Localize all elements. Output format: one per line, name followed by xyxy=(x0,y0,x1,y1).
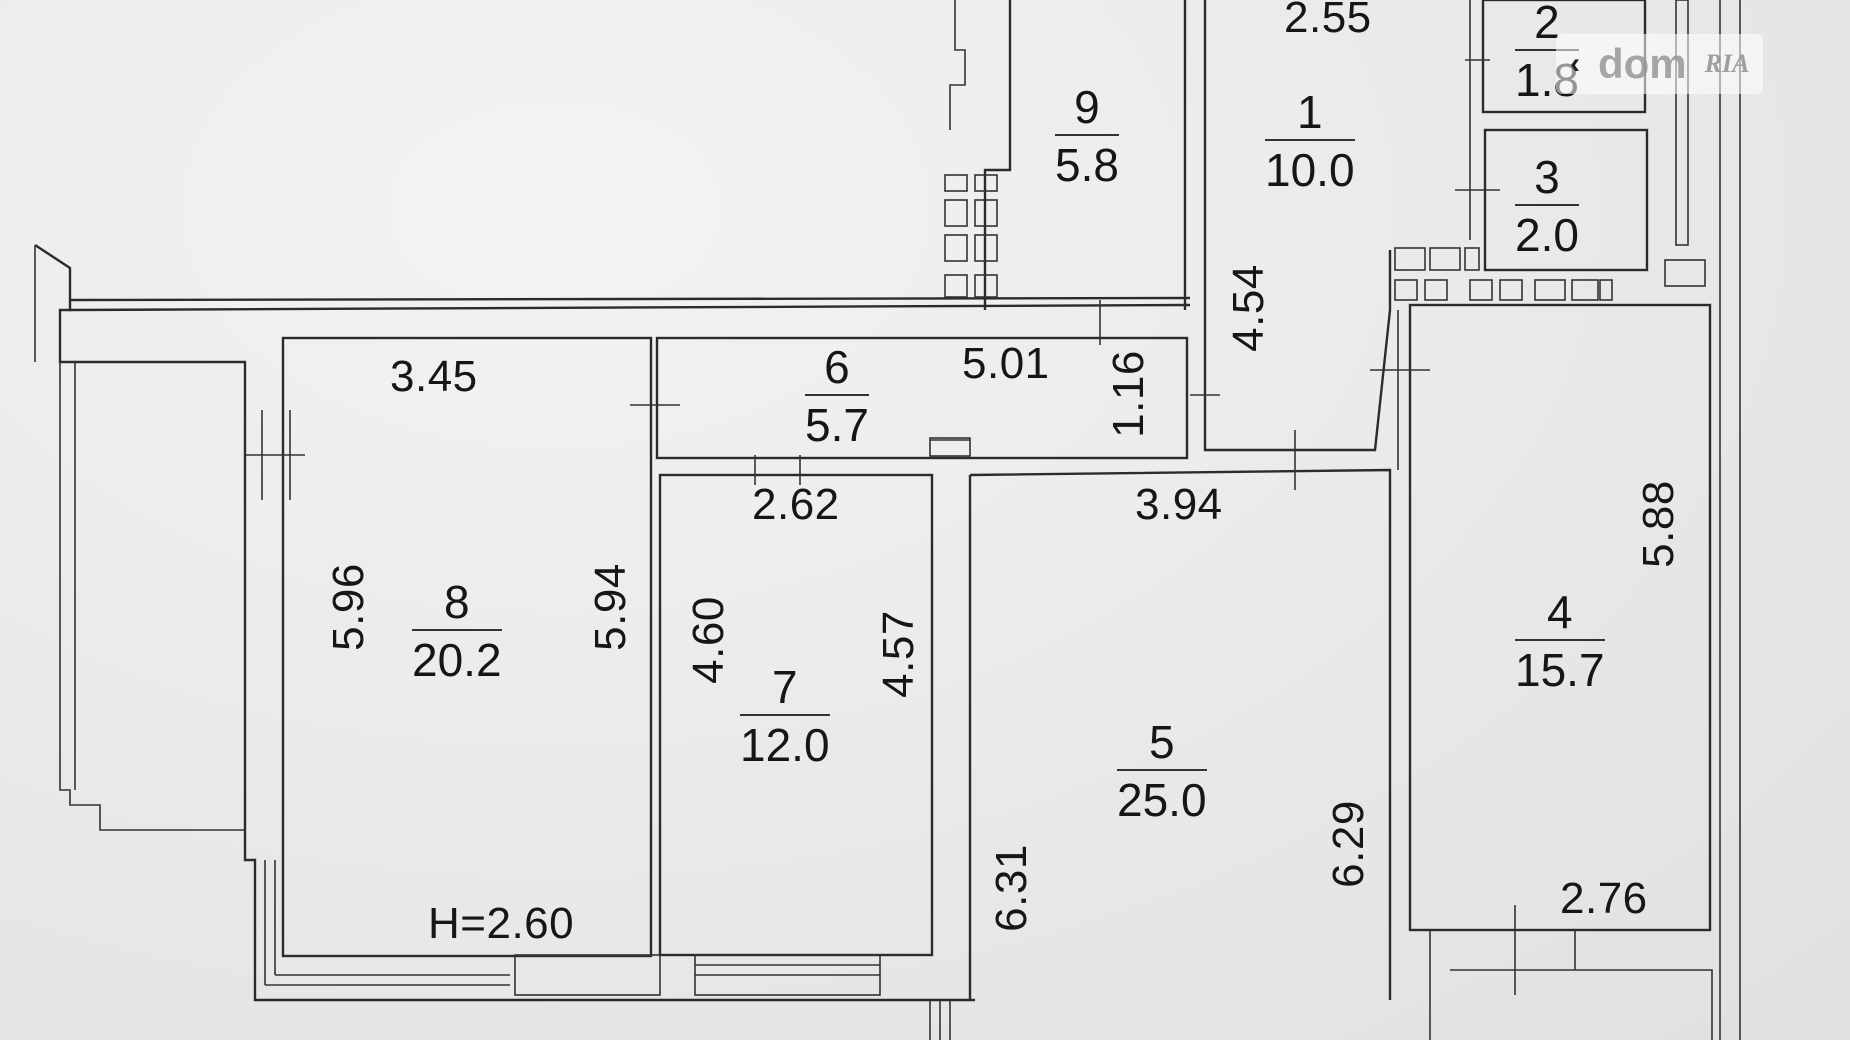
dim-3-45: 3.45 xyxy=(390,352,478,401)
dim-4-60: 4.60 xyxy=(683,596,733,684)
watermark-brand: dom xyxy=(1598,40,1687,87)
room-8-number: 8 xyxy=(443,576,470,628)
dim-6-29: 6.29 xyxy=(1323,800,1373,888)
room-3: 3 2.0 xyxy=(1515,150,1579,262)
room-5-area: 25.0 xyxy=(1117,769,1207,827)
room-9-number: 9 xyxy=(1074,81,1100,133)
dim-5-96: 5.96 xyxy=(323,563,373,651)
room-2-number: 2 xyxy=(1534,0,1560,48)
room-1: 1 10.0 xyxy=(1265,85,1355,197)
dim-2-76: 2.76 xyxy=(1560,874,1648,923)
room-6-number: 6 xyxy=(824,341,850,393)
room-9: 9 5.8 xyxy=(1055,80,1119,192)
room-6: 6 5.7 xyxy=(805,340,869,452)
room-4-number: 4 xyxy=(1546,586,1573,638)
back-arrow-icon[interactable]: ‹ xyxy=(1570,47,1580,80)
room-8: 8 20.2 xyxy=(412,575,502,687)
ceiling-height: H=2.60 xyxy=(428,899,575,948)
room-7: 7 12.0 xyxy=(740,660,830,772)
dim-2-55: 2.55 xyxy=(1284,0,1372,42)
room-4-area: 15.7 xyxy=(1515,639,1605,697)
room-3-number: 3 xyxy=(1534,151,1560,203)
room-1-number: 1 xyxy=(1296,86,1323,138)
room-3-area: 2.0 xyxy=(1515,204,1579,262)
dim-5-01: 5.01 xyxy=(962,339,1050,388)
room-7-number: 7 xyxy=(771,661,798,713)
room-6-area: 5.7 xyxy=(805,394,869,452)
dim-1-16: 1.16 xyxy=(1103,350,1153,438)
dim-2-62: 2.62 xyxy=(752,480,840,529)
watermark-ria-logo: RIA xyxy=(1704,49,1750,78)
room-7-area: 12.0 xyxy=(740,714,830,772)
room-9-area: 5.8 xyxy=(1055,134,1119,192)
watermark: ‹ dom RIA xyxy=(1556,34,1764,94)
room-5: 5 25.0 xyxy=(1117,715,1207,827)
room-4: 4 15.7 xyxy=(1515,585,1605,697)
dim-5-94: 5.94 xyxy=(585,563,635,651)
dim-5-88: 5.88 xyxy=(1633,480,1683,568)
room-1-area: 10.0 xyxy=(1265,139,1355,197)
dim-3-94: 3.94 xyxy=(1135,480,1223,529)
room-5-number: 5 xyxy=(1148,716,1175,768)
dim-4-54: 4.54 xyxy=(1223,264,1273,352)
dim-4-57: 4.57 xyxy=(873,610,923,698)
dim-6-31: 6.31 xyxy=(986,844,1036,932)
room-8-area: 20.2 xyxy=(412,629,502,687)
